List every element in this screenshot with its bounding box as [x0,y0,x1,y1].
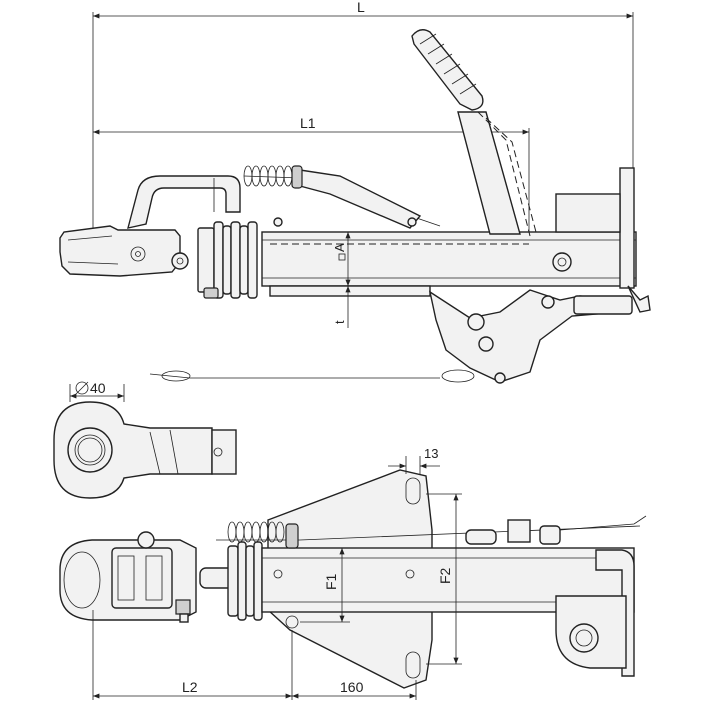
dim-F1-label: F1 [323,573,339,590]
dia-40-label: 40 [90,380,106,396]
dim-13-label: 13 [424,446,438,461]
spring-coil-plan [227,521,299,549]
drawbar-eye-view: 40 [53,380,237,499]
side-view [59,12,651,384]
spring-coil [243,165,303,189]
dim-F2-label: F2 [437,567,453,584]
lever-grip [411,29,484,111]
dim-L-label: L [357,0,365,15]
dim-t-label: t [332,320,347,324]
dim-160-label: 160 [340,679,364,695]
dim-L2-label: L2 [182,679,198,695]
dim-A-label: A [332,243,347,252]
dim-L1-label: L1 [300,115,316,131]
plan-view [59,456,647,700]
